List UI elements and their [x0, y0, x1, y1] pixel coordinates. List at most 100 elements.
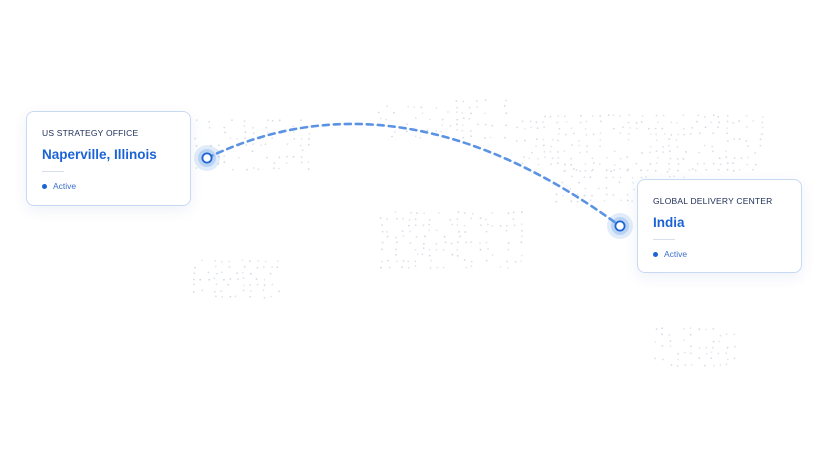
map-dot	[271, 283, 274, 286]
map-dot	[450, 242, 453, 245]
map-dot	[579, 121, 582, 124]
location-card-us[interactable]: US STRATEGY OFFICE Naperville, Illinois …	[26, 111, 191, 206]
map-dot	[631, 176, 634, 179]
map-dot	[272, 167, 275, 170]
map-dot	[605, 169, 608, 172]
map-dot	[550, 145, 553, 148]
map-dot	[438, 212, 440, 215]
map-dot	[507, 267, 509, 269]
map-dot	[759, 144, 762, 147]
map-dot	[726, 168, 729, 171]
map-dot	[236, 137, 239, 140]
map-dot	[213, 290, 216, 293]
map-dot	[628, 133, 630, 135]
map-dot	[754, 152, 756, 154]
map-dot	[455, 100, 458, 102]
map-dot	[570, 200, 573, 203]
map-dot	[459, 235, 461, 238]
map-dot	[278, 167, 280, 170]
map-dot	[447, 111, 449, 113]
map-dot	[224, 131, 227, 134]
map-dot	[267, 119, 269, 122]
map-dot	[579, 114, 582, 117]
map-dot	[663, 133, 666, 135]
map-dot	[395, 254, 397, 256]
map-dot	[507, 212, 510, 215]
map-dot	[696, 120, 698, 123]
map-dot	[572, 168, 575, 170]
map-dot	[676, 145, 679, 148]
map-dot	[464, 231, 467, 233]
map-dot	[570, 157, 572, 160]
map-dot	[249, 295, 251, 298]
location-card-india[interactable]: GLOBAL DELIVERY CENTER India Active	[637, 179, 802, 273]
map-dot	[564, 163, 566, 166]
map-dot	[677, 133, 680, 136]
map-dot	[465, 266, 468, 269]
map-dot	[263, 284, 266, 286]
map-dot	[507, 248, 510, 251]
map-dot	[561, 181, 564, 184]
map-dot	[564, 133, 567, 136]
map-dot	[217, 155, 220, 158]
map-dot	[599, 120, 602, 123]
map-dot	[654, 357, 657, 360]
map-dot	[654, 169, 657, 172]
map-dot	[670, 364, 673, 366]
map-dot	[703, 162, 705, 165]
map-dot	[732, 169, 735, 172]
map-dot	[703, 144, 706, 147]
map-dot	[428, 219, 431, 221]
map-dot	[628, 114, 631, 117]
map-dot	[762, 126, 764, 129]
map-dot	[607, 114, 610, 116]
map-dot	[435, 130, 438, 132]
map-dot	[710, 121, 712, 124]
map-dot	[301, 149, 304, 152]
map-dot	[193, 278, 195, 281]
map-dot	[520, 235, 523, 238]
map-dot	[635, 162, 638, 165]
map-dot	[475, 100, 478, 103]
map-dot	[557, 133, 560, 135]
map-dot	[759, 138, 762, 141]
map-dot	[670, 121, 673, 124]
map-dot	[556, 162, 559, 165]
map-dot	[435, 242, 438, 245]
map-dot	[270, 295, 272, 298]
map-dot	[278, 119, 281, 122]
map-dot	[627, 168, 629, 171]
map-dot	[733, 138, 735, 141]
map-dot	[300, 156, 303, 159]
location-city: India	[653, 215, 685, 230]
map-dot	[761, 133, 763, 136]
map-dot	[379, 217, 382, 219]
destination-pin-icon[interactable]	[607, 213, 633, 239]
map-dot	[402, 217, 404, 220]
map-dot	[549, 150, 552, 153]
map-dot	[451, 253, 454, 256]
map-dot	[661, 345, 664, 347]
map-dot	[513, 224, 516, 227]
map-dot	[612, 127, 615, 130]
map-dot	[220, 290, 223, 292]
map-dot	[395, 248, 397, 251]
map-dot	[712, 132, 715, 135]
map-dot	[619, 176, 622, 179]
origin-pin-icon[interactable]	[194, 145, 220, 171]
map-dot	[649, 163, 652, 165]
map-dot	[654, 341, 657, 343]
map-dot	[717, 168, 720, 171]
map-dot	[505, 124, 508, 127]
map-dot	[571, 144, 573, 147]
map-dot	[629, 127, 631, 129]
map-dot	[451, 223, 454, 226]
map-dot	[449, 218, 452, 221]
map-dot	[257, 260, 260, 262]
map-dot	[685, 151, 687, 153]
map-dot	[619, 132, 622, 135]
map-dot	[277, 260, 279, 262]
map-dot	[599, 115, 602, 117]
map-dot	[633, 188, 635, 191]
map-dot	[515, 140, 518, 142]
